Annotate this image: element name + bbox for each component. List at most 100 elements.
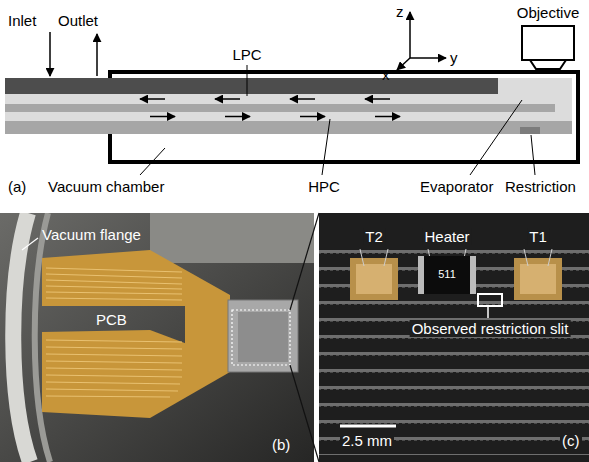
photo-panel (46, 280, 182, 284)
photo-panel (46, 396, 170, 397)
objective-lens (522, 26, 574, 60)
zoom-line (290, 213, 319, 462)
port-label: Inlet (8, 12, 36, 29)
leader-line (531, 135, 535, 175)
part-label: Vacuum chamber (48, 178, 164, 195)
heater-resistor (424, 256, 470, 294)
heater-resistor (418, 256, 476, 294)
flow-arrow (300, 116, 325, 118)
photo-panel (319, 213, 589, 462)
axis-arrow (397, 58, 410, 70)
component-marking: 511 (438, 268, 456, 281)
photo-panel (46, 292, 182, 294)
photo-panel (228, 300, 298, 372)
flow-arrow (365, 98, 390, 100)
axis-arrow (409, 12, 411, 58)
cooler-layers (5, 104, 555, 112)
photo-panel (46, 382, 180, 384)
photo-panel (42, 250, 230, 306)
sensor-pad (350, 258, 398, 300)
flow-arrow (225, 116, 250, 118)
photo-panel (46, 298, 182, 300)
flow-arrow (290, 98, 315, 100)
panel-label: (c) (560, 432, 582, 449)
photo-panel (238, 312, 288, 362)
leader-line (22, 238, 38, 250)
leader-line (470, 100, 522, 175)
bond-wire (384, 249, 388, 266)
part-label: Restriction (505, 178, 576, 195)
photo-panel (46, 347, 182, 349)
photo-panel (150, 213, 314, 263)
port-label: Outlet (58, 12, 98, 29)
photo-panel (46, 389, 178, 391)
axis-arrow (410, 57, 446, 59)
axis-label: y (450, 49, 458, 66)
axis-label: z (396, 3, 404, 20)
leader-line (487, 307, 489, 318)
component-label: Objective (517, 4, 580, 21)
component-label: Heater (422, 228, 471, 245)
axis-arrow (397, 12, 446, 70)
bond-wire (360, 249, 364, 266)
photo-panel (13, 213, 30, 462)
sensor-pad (356, 264, 392, 294)
panel-label: (a) (8, 178, 26, 195)
photo-panel (46, 368, 182, 370)
flow-arrow (375, 116, 400, 118)
cooler-layers (5, 78, 498, 94)
sensor-label: T1 (527, 228, 549, 245)
flow-arrow (150, 116, 175, 118)
photo-panel (46, 375, 182, 377)
heater-resistor (418, 256, 476, 294)
port-arrow (96, 34, 98, 76)
part-label: PCB (96, 311, 127, 328)
bond-wire (548, 249, 552, 266)
objective-lens (522, 26, 574, 69)
photo-panel (0, 213, 314, 462)
channel-label: LPC (232, 46, 261, 63)
photo-panel (46, 361, 182, 363)
zoom-line (290, 213, 319, 310)
photo-panel (46, 286, 182, 289)
sensor-pad (514, 258, 562, 300)
flow-arrow (140, 98, 165, 100)
leader-line (140, 148, 165, 175)
photo-panel (46, 274, 182, 278)
port-arrow (50, 32, 97, 76)
photo-panel (0, 213, 314, 462)
part-label: Evaporator (420, 178, 493, 195)
channel-label: HPC (308, 178, 340, 195)
cooler-layers (5, 94, 572, 104)
sensor-pad (520, 264, 556, 294)
photo-panel (319, 250, 589, 455)
leader-line (247, 65, 248, 96)
scale-bar (340, 425, 396, 428)
cooler-layers (520, 127, 540, 134)
cooler-layers (5, 112, 560, 121)
photo-panel (232, 310, 290, 365)
axis-label: x (382, 66, 390, 83)
photo-panel (319, 213, 589, 462)
part-label: Vacuum flange (42, 226, 141, 243)
port-arrow (49, 32, 51, 76)
photo-panel (46, 268, 182, 397)
callout-label: Observed restriction slit (410, 320, 571, 337)
flow-arrow (140, 99, 400, 117)
photo-panel (46, 268, 182, 272)
photo-panel (185, 300, 230, 372)
cooler-layers (5, 78, 572, 134)
photo-panel (46, 340, 182, 342)
scale-label: 2.5 mm (340, 432, 394, 449)
leader-line (140, 65, 535, 175)
zoom-line (290, 365, 319, 462)
bond-wire (524, 249, 528, 266)
photo-panel (46, 354, 182, 356)
flow-arrow (215, 98, 240, 100)
restriction-slit-marker (478, 294, 502, 306)
panel-label: (b) (272, 436, 290, 453)
sensor-label: T2 (363, 228, 385, 245)
cooler-layers (5, 121, 572, 134)
